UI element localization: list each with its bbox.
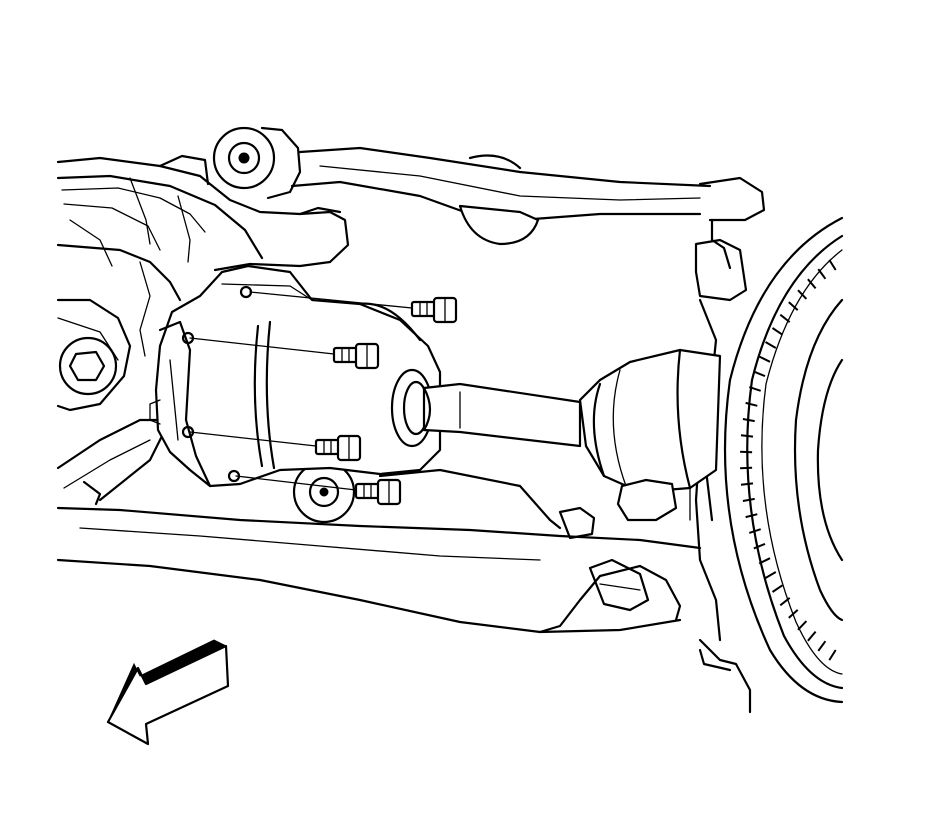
rotor-vent-mark xyxy=(764,571,777,579)
rotor-vent-mark xyxy=(748,528,762,534)
mounting-bolt xyxy=(410,296,458,324)
mounting-bolt xyxy=(354,478,402,506)
rotor-vent-mark xyxy=(807,278,817,290)
axle-shaft xyxy=(422,382,582,448)
rotor-vent-mark xyxy=(828,649,837,661)
rotor-vent-mark xyxy=(797,620,808,631)
front-direction-arrow xyxy=(106,639,230,746)
rotor-vent-mark xyxy=(817,268,827,280)
rotor-cooling-vents xyxy=(740,259,837,661)
rotor-vent-mark xyxy=(817,640,827,652)
brake-rotor xyxy=(723,216,844,704)
rotor-vent-mark xyxy=(758,557,771,565)
engine-mount xyxy=(56,298,132,412)
rotor-vent-mark xyxy=(745,401,758,407)
mounting-bolt xyxy=(332,342,380,370)
frame-rail xyxy=(56,154,350,357)
rotor-vent-mark xyxy=(753,370,766,378)
cv-joint-boot xyxy=(578,348,722,522)
rotor-vent-mark xyxy=(742,418,755,423)
rotor-vent-mark xyxy=(779,597,791,607)
bolt-guide-lines xyxy=(189,291,413,491)
rotor-vent-mark xyxy=(740,482,754,486)
rotor-vent-mark xyxy=(748,386,762,392)
rotor-vent-mark xyxy=(788,301,799,311)
upper-control-arm xyxy=(212,126,766,302)
rotor-vent-mark xyxy=(745,513,758,519)
front-differential xyxy=(149,264,442,488)
rotor-vent-mark xyxy=(771,327,783,336)
rotor-vent-mark xyxy=(788,609,799,619)
rotor-vent-mark xyxy=(779,313,791,323)
rotor-vent-mark xyxy=(807,630,817,642)
rotor-vent-mark xyxy=(742,497,755,502)
rotor-vent-mark xyxy=(771,584,783,593)
mounting-bolt xyxy=(314,434,362,462)
rotor-vent-mark xyxy=(740,434,754,438)
rotor-vent-mark xyxy=(753,542,766,550)
rotor-vent-mark xyxy=(828,259,837,271)
rotor-vent-mark xyxy=(764,341,777,349)
lower-control-arm xyxy=(56,418,702,634)
rotor-vent-mark xyxy=(797,289,808,300)
rotor-vent-mark xyxy=(758,355,771,363)
lower-bushing xyxy=(292,460,356,524)
